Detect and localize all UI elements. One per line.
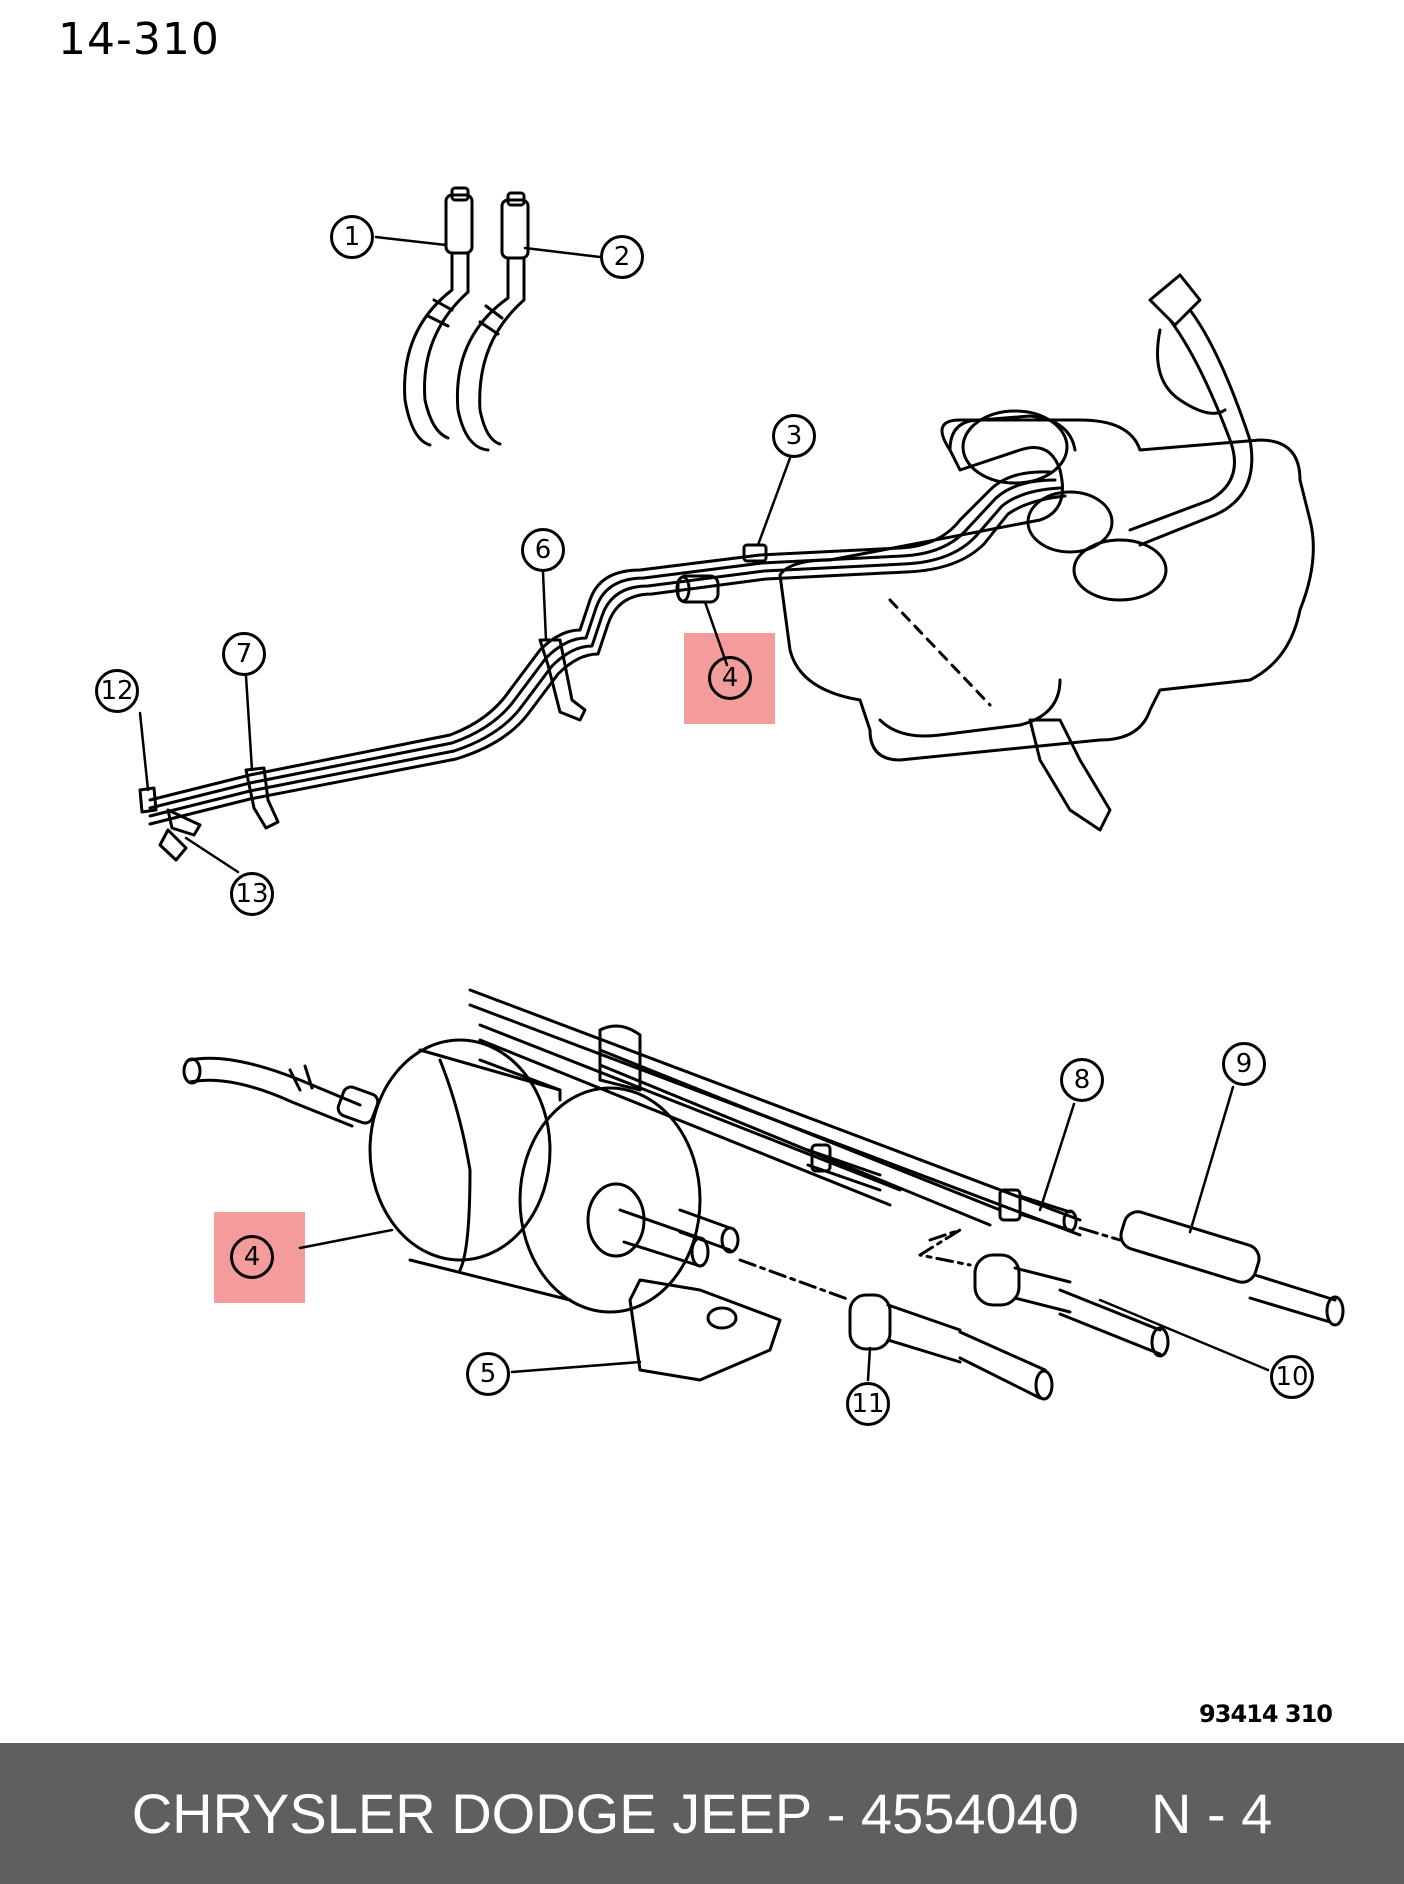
fuel-tank bbox=[778, 273, 1315, 832]
callout-6: 6 bbox=[521, 528, 565, 572]
callout-4-lower: 4 bbox=[230, 1235, 274, 1279]
callout-3: 3 bbox=[772, 414, 816, 458]
parts-diagram bbox=[138, 186, 1345, 1401]
callout-7: 7 bbox=[222, 632, 266, 676]
footer-part-number: CHRYSLER DODGE JEEP - 4554040 bbox=[131, 1782, 1079, 1845]
callout-12: 12 bbox=[95, 669, 139, 713]
figure-code: 93414 310 bbox=[1199, 1700, 1333, 1728]
callout-2: 2 bbox=[600, 235, 644, 279]
leader-lines bbox=[138, 235, 1270, 1382]
callout-13: 13 bbox=[230, 872, 274, 916]
footer-position-ref: N - 4 bbox=[1150, 1782, 1273, 1845]
hose-assembly-left bbox=[403, 186, 474, 447]
callout-10: 10 bbox=[1270, 1355, 1314, 1399]
page-number-label: 14-310 bbox=[58, 14, 220, 65]
callout-5: 5 bbox=[466, 1352, 510, 1396]
callout-9: 9 bbox=[1222, 1042, 1266, 1086]
callout-11: 11 bbox=[846, 1382, 890, 1426]
footer-bar: CHRYSLER DODGE JEEP - 4554040 N - 4 bbox=[0, 1743, 1404, 1884]
fuel-filter-assembly bbox=[182, 988, 1345, 1401]
callout-4-upper: 4 bbox=[708, 656, 752, 700]
callout-1: 1 bbox=[330, 215, 374, 259]
fuel-lines-upper bbox=[138, 470, 1067, 862]
callout-8: 8 bbox=[1060, 1058, 1104, 1102]
hose-assembly-right bbox=[455, 191, 530, 452]
